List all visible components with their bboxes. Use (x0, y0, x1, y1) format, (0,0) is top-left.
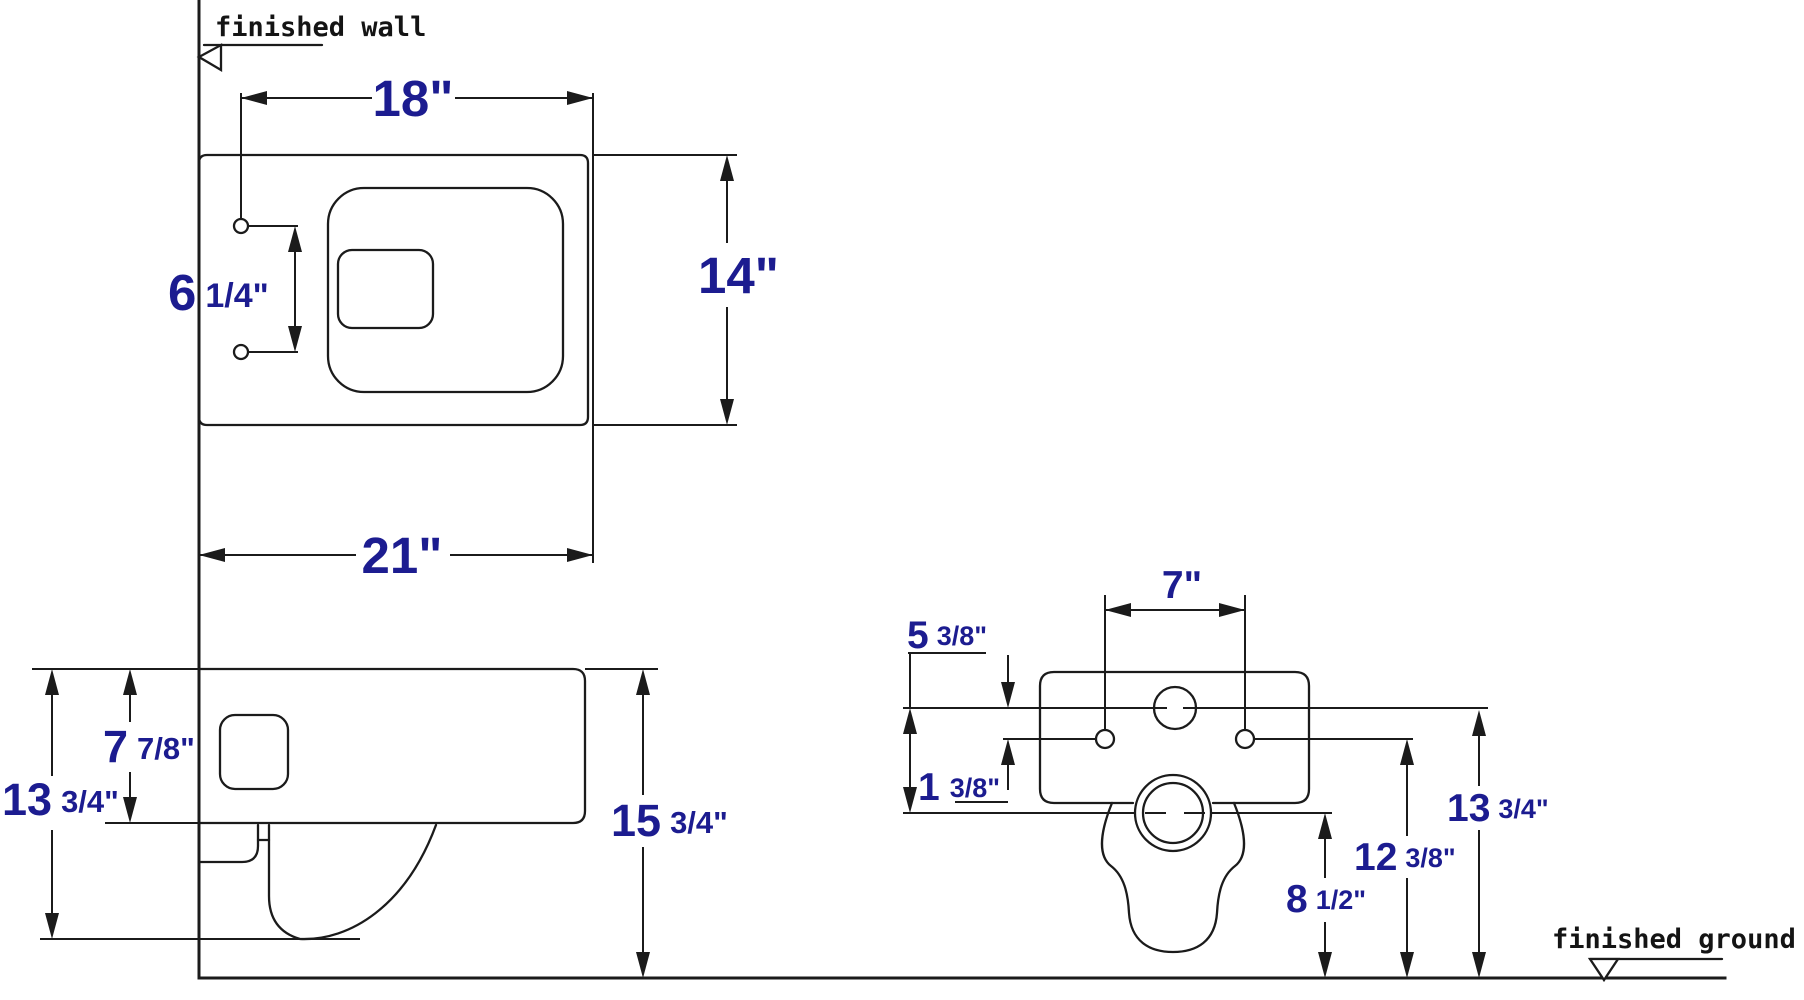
dim-overall-depth-text: 21" (362, 527, 443, 584)
ground-datum-triangle-icon (1587, 957, 1621, 983)
dim-stud-spacing: 7" (1104, 564, 1246, 730)
reference-lines (197, 0, 1727, 980)
side-view-flush-plate (218, 713, 290, 791)
top-view-body-outline (197, 153, 590, 427)
side-view-bowl-outline (267, 823, 438, 941)
top-view-drain-opening (336, 248, 435, 330)
side-view-wall-bracket (197, 823, 260, 864)
dim-body-height-terminations (32, 668, 199, 824)
top-view-seat-opening (326, 186, 565, 394)
dim-stud-spacing-text: 7" (1162, 564, 1202, 607)
rear-view-tank-outline (1038, 670, 1311, 805)
finished-wall-label: finished wall (215, 12, 426, 43)
finished-ground-label: finished ground (1552, 924, 1796, 955)
dim-supply-offset-leader (908, 652, 986, 708)
drain-outlet-outer (1133, 773, 1213, 853)
dim-seat-depth-extensions (240, 93, 594, 563)
finished-ground-callout: finished ground (1552, 924, 1796, 983)
water-supply-hole (1152, 685, 1198, 731)
top-view-mount-hole-lower (232, 343, 250, 361)
dim-supply-to-studs-leaders (955, 655, 1009, 803)
side-view-body-outline (197, 667, 587, 825)
mount-stud-hole-right (1234, 728, 1256, 750)
mount-stud-hole-left (1094, 728, 1116, 750)
dim-overall-width-extensions (592, 154, 737, 426)
wall-datum-triangle-icon (196, 43, 223, 73)
top-view-mount-hole-upper (232, 217, 250, 235)
rear-view-bowl-outline (1100, 801, 1246, 954)
dim-stud-spacing-extensions (1104, 595, 1246, 730)
dim-overall-width: 14" (592, 154, 779, 426)
dim-seat-depth-text: 18" (373, 70, 454, 127)
finished-wall-callout: finished wall (196, 12, 426, 73)
dim-overall-width-text: 14" (698, 247, 779, 304)
dim-overall-depth: 21" (199, 527, 593, 584)
dim-seat-depth: 18" (240, 70, 594, 563)
drain-outlet-inner (1141, 781, 1205, 845)
hole-stub-lines (248, 225, 298, 353)
